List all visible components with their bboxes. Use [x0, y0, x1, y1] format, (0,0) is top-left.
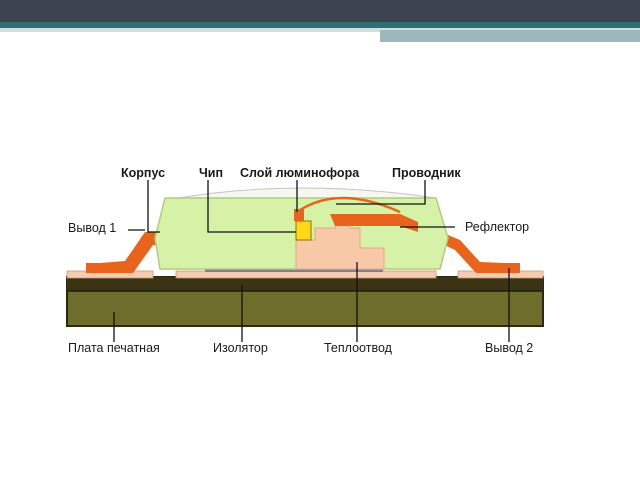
phosphor-layer-cap [294, 209, 304, 221]
label-heatsink: Теплоотвод [324, 341, 393, 355]
label-phosphor: Слой люминофора [240, 166, 360, 180]
label-chip: Чип [199, 166, 223, 180]
label-lead1: Вывод 1 [68, 221, 116, 235]
label-body: Корпус [121, 166, 165, 180]
lens-dome [177, 187, 437, 199]
pad-center [175, 270, 437, 279]
label-reflector: Рефлектор [465, 220, 529, 234]
insulator-strip [205, 268, 383, 272]
header-band-dark [0, 0, 640, 22]
chip-die [295, 220, 312, 241]
label-pcb: Плата печатная [68, 341, 160, 355]
reflector-shape [330, 214, 418, 232]
leader-body [147, 180, 160, 233]
leader-chip [207, 180, 296, 233]
header-band-teal [0, 22, 640, 28]
pcb-copper-layer [67, 277, 543, 291]
label-wire: Проводник [392, 166, 461, 180]
label-insulator: Изолятор [213, 341, 268, 355]
lead-1-shape [86, 232, 170, 273]
label-lead2: Вывод 2 [485, 341, 533, 355]
leader-wire [336, 180, 426, 205]
bond-wire [299, 196, 401, 214]
header-accent-bar [380, 30, 640, 42]
header-band-light [0, 28, 640, 32]
